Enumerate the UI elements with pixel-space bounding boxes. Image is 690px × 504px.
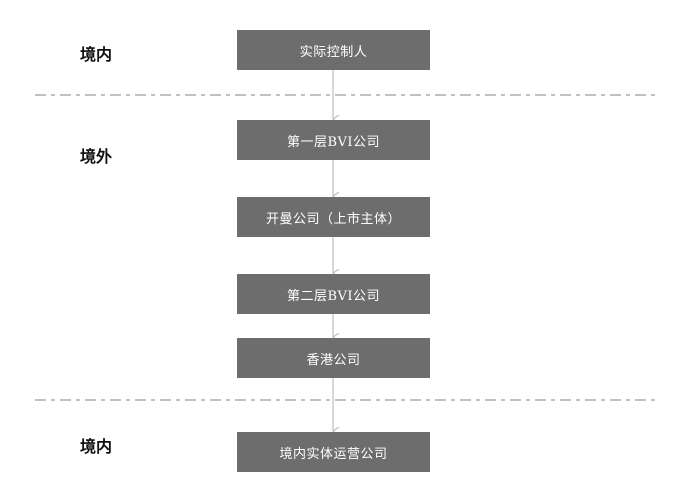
node-label: 境内实体运营公司 xyxy=(279,446,388,462)
node-second-tier-bvi: 第二层BVI公司 xyxy=(237,274,430,314)
node-cayman-listed-entity: 开曼公司（上市主体） xyxy=(237,197,430,237)
node-first-tier-bvi: 第一层BVI公司 xyxy=(237,120,430,160)
node-label: 第二层BVI公司 xyxy=(286,288,381,304)
zone-label-offshore: 境外 xyxy=(80,147,113,166)
zone-label-onshore-bottom: 境内 xyxy=(80,437,113,456)
node-hong-kong-company: 香港公司 xyxy=(237,338,430,378)
node-label: 第一层BVI公司 xyxy=(286,134,381,150)
zone-label-onshore-top: 境内 xyxy=(80,45,113,64)
node-actual-controller: 实际控制人 xyxy=(237,30,430,70)
node-label: 开曼公司（上市主体） xyxy=(265,211,401,227)
node-label: 香港公司 xyxy=(306,352,361,368)
node-onshore-operating-entity: 境内实体运营公司 xyxy=(237,432,430,472)
node-label: 实际控制人 xyxy=(299,44,368,60)
